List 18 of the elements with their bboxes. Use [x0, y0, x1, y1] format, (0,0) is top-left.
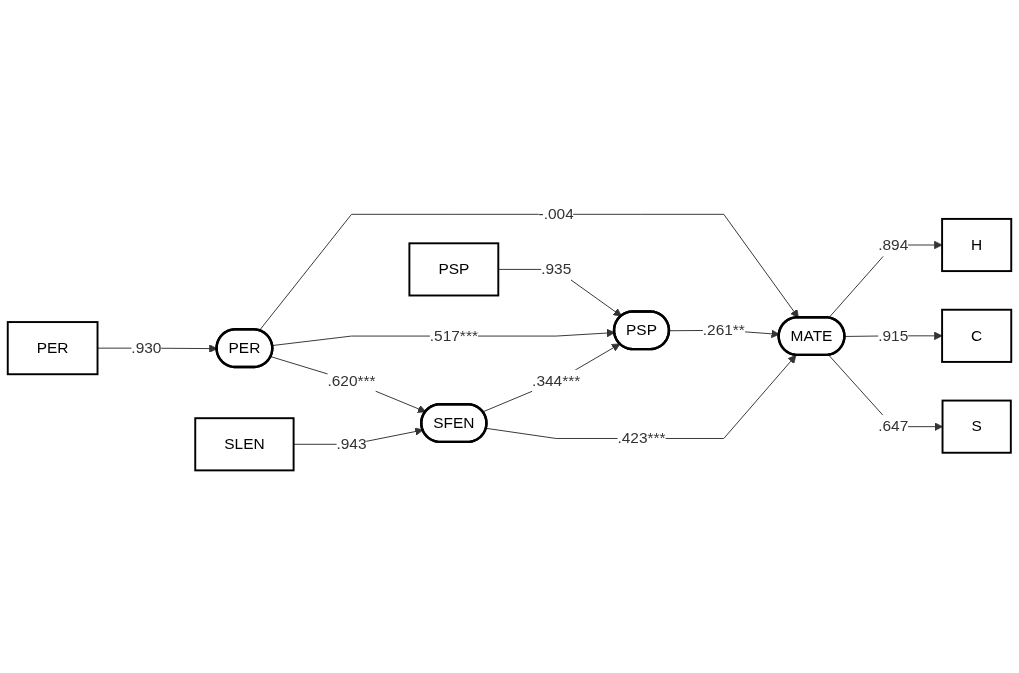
edge-label: .620***: [327, 372, 376, 389]
node-box: PER: [6, 321, 99, 376]
node-box: C: [941, 308, 1013, 363]
edge-label: .261**: [702, 321, 745, 338]
node-box: H: [941, 217, 1013, 272]
edge-label: .943: [336, 435, 367, 452]
edge-label: .423***: [617, 429, 666, 447]
edge-label: .915: [878, 327, 909, 344]
node-box: SLEN: [194, 417, 295, 472]
edge-label: .344***: [532, 372, 581, 389]
edge-label: .935: [541, 260, 572, 278]
node-box: PSP: [408, 242, 500, 297]
edge-label: .517***: [429, 327, 478, 344]
edge-label: .647: [878, 417, 909, 435]
edge-label: -.004: [538, 205, 574, 222]
edge-label: .930: [131, 339, 162, 356]
node-box: S: [941, 399, 1012, 454]
edge-label: .894: [878, 236, 909, 253]
